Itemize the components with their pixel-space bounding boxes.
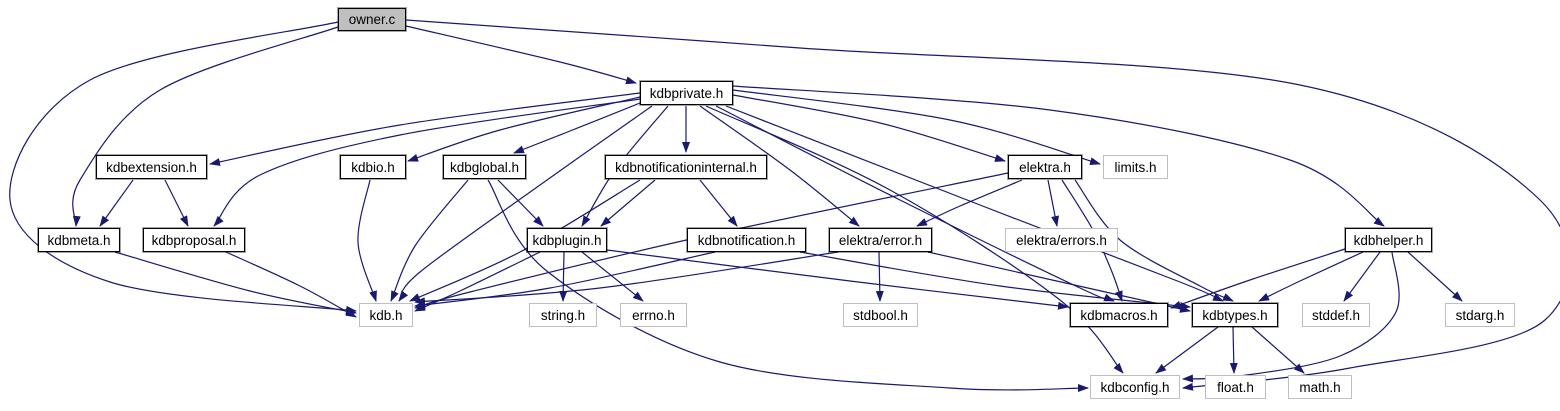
include-edge-kdbextension-to-kdbmeta bbox=[99, 179, 134, 227]
node-kdbproposal[interactable]: kdbproposal.h bbox=[143, 228, 245, 252]
node-limits: limits.h bbox=[1103, 155, 1168, 179]
include-edge-owner_c-to-kdbmeta bbox=[72, 26, 339, 227]
include-edge-owner_c-to-kdbprivate bbox=[405, 25, 637, 85]
node-kdbmeta[interactable]: kdbmeta.h bbox=[38, 228, 120, 252]
include-edge-kdbplugin-to-errno bbox=[581, 251, 644, 302]
include-edge-owner_c-to-kdb bbox=[9, 21, 357, 314]
include-edge-kdbprivate-to-kdbproposal bbox=[213, 98, 641, 227]
include-edge-kdbprivate-to-error_h bbox=[699, 105, 860, 227]
include-edge-elektra-to-kdbtypes bbox=[1074, 179, 1234, 302]
node-kdbconfig: kdbconfig.h bbox=[1090, 375, 1180, 399]
node-stddef: stddef.h bbox=[1302, 303, 1370, 327]
node-kdbtypes[interactable]: kdbtypes.h bbox=[1192, 303, 1278, 327]
include-edge-elektra-to-kdbmacros bbox=[1061, 179, 1123, 302]
include-edge-kdbtypes-to-math_h bbox=[1251, 326, 1305, 374]
node-error-h[interactable]: elektra/error.h bbox=[829, 228, 932, 252]
include-edge-kdbprivate-to-kdbtypes bbox=[725, 105, 1224, 302]
node-kdbio[interactable]: kdbio.h bbox=[340, 155, 406, 179]
include-edge-kdbnotification-to-kdbtypes bbox=[799, 251, 1191, 310]
node-kdbmacros[interactable]: kdbmacros.h bbox=[1070, 303, 1168, 327]
include-edge-kdbhelper-to-kdbmacros bbox=[1170, 248, 1346, 309]
node-stdbool: stdbool.h bbox=[843, 303, 918, 327]
include-edge-elektra-to-errors_h bbox=[1047, 179, 1060, 227]
node-kdb: kdb.h bbox=[359, 303, 413, 327]
include-edge-elektra-to-error_h bbox=[916, 179, 1023, 227]
include-edge-kdbhelper-to-stdarg bbox=[1407, 251, 1463, 302]
include-edge-kdbnotification-to-kdb bbox=[414, 251, 716, 309]
node-math-h: math.h bbox=[1288, 375, 1352, 399]
include-edge-kdbprivate-to-kdbio bbox=[407, 96, 641, 162]
node-owner-c: owner.c bbox=[338, 8, 406, 31]
include-edge-kdbprivate-to-elektra bbox=[732, 94, 1006, 162]
include-edge-kdbprivate-to-limits bbox=[732, 89, 1101, 166]
include-edge-kdbextension-to-kdbproposal bbox=[164, 179, 189, 227]
include-edge-kdbprivate-to-kdbhelper bbox=[732, 85, 1385, 227]
node-kdbextension[interactable]: kdbextension.h bbox=[96, 155, 207, 179]
node-kdbplugin[interactable]: kdbplugin.h bbox=[527, 228, 607, 252]
include-edge-kdbplugin-to-kdbmacros bbox=[606, 249, 1069, 310]
include-edge-kdbprivate-to-kdb bbox=[398, 105, 653, 302]
include-edge-owner_c-to-kdbconfig bbox=[405, 19, 1560, 391]
node-elektra[interactable]: elektra.h bbox=[1008, 155, 1082, 179]
include-edge-kdbglobal-to-kdb bbox=[390, 179, 469, 302]
include-edge-kdbnotifint-to-kdbnotification bbox=[699, 179, 738, 227]
node-kdbnotifint[interactable]: kdbnotificationinternal.h bbox=[605, 155, 767, 179]
include-edge-kdbplugin-to-string bbox=[559, 251, 568, 302]
include-edge-kdbprivate-to-kdbextension bbox=[209, 92, 641, 166]
include-edge-kdbtypes-to-kdbconfig bbox=[1155, 326, 1219, 374]
include-edge-kdbglobal-to-kdbplugin bbox=[497, 179, 544, 227]
node-errors-h: elektra/errors.h bbox=[1005, 228, 1118, 252]
include-edge-kdbprivate-to-kdbglobal bbox=[513, 102, 641, 154]
node-kdbglobal[interactable]: kdbglobal.h bbox=[443, 155, 526, 179]
include-edge-kdbhelper-to-kdbtypes bbox=[1258, 251, 1364, 302]
include-edge-kdbtypes-to-float_h bbox=[1229, 326, 1238, 374]
node-stdarg: stdarg.h bbox=[1445, 303, 1515, 327]
include-edge-kdbnotifint-to-kdb bbox=[409, 179, 641, 302]
node-kdbhelper[interactable]: kdbhelper.h bbox=[1345, 228, 1432, 252]
node-kdbnotification[interactable]: kdbnotification.h bbox=[687, 228, 806, 252]
include-edge-error_h-to-stdbool bbox=[875, 251, 884, 302]
node-kdbprivate[interactable]: kdbprivate.h bbox=[640, 81, 733, 105]
include-edge-kdbmeta-to-kdb bbox=[114, 251, 357, 315]
include-edge-kdbio-to-kdb bbox=[357, 179, 377, 302]
node-string: string.h bbox=[529, 303, 597, 327]
include-edge-elektra-to-kdb bbox=[414, 172, 1009, 310]
include-edge-kdbprivate-to-kdbconfig bbox=[705, 105, 1124, 374]
node-errno: errno.h bbox=[620, 303, 687, 327]
node-float-h: float.h bbox=[1205, 375, 1266, 399]
include-edge-error_h-to-kdb bbox=[414, 251, 839, 306]
include-edge-kdbnotifint-to-kdbplugin bbox=[600, 179, 656, 227]
include-edge-kdbhelper-to-stddef bbox=[1343, 251, 1381, 302]
include-edge-kdbproposal-to-kdb bbox=[225, 251, 357, 318]
include-edge-kdbglobal-to-kdbconfig bbox=[487, 179, 1089, 393]
